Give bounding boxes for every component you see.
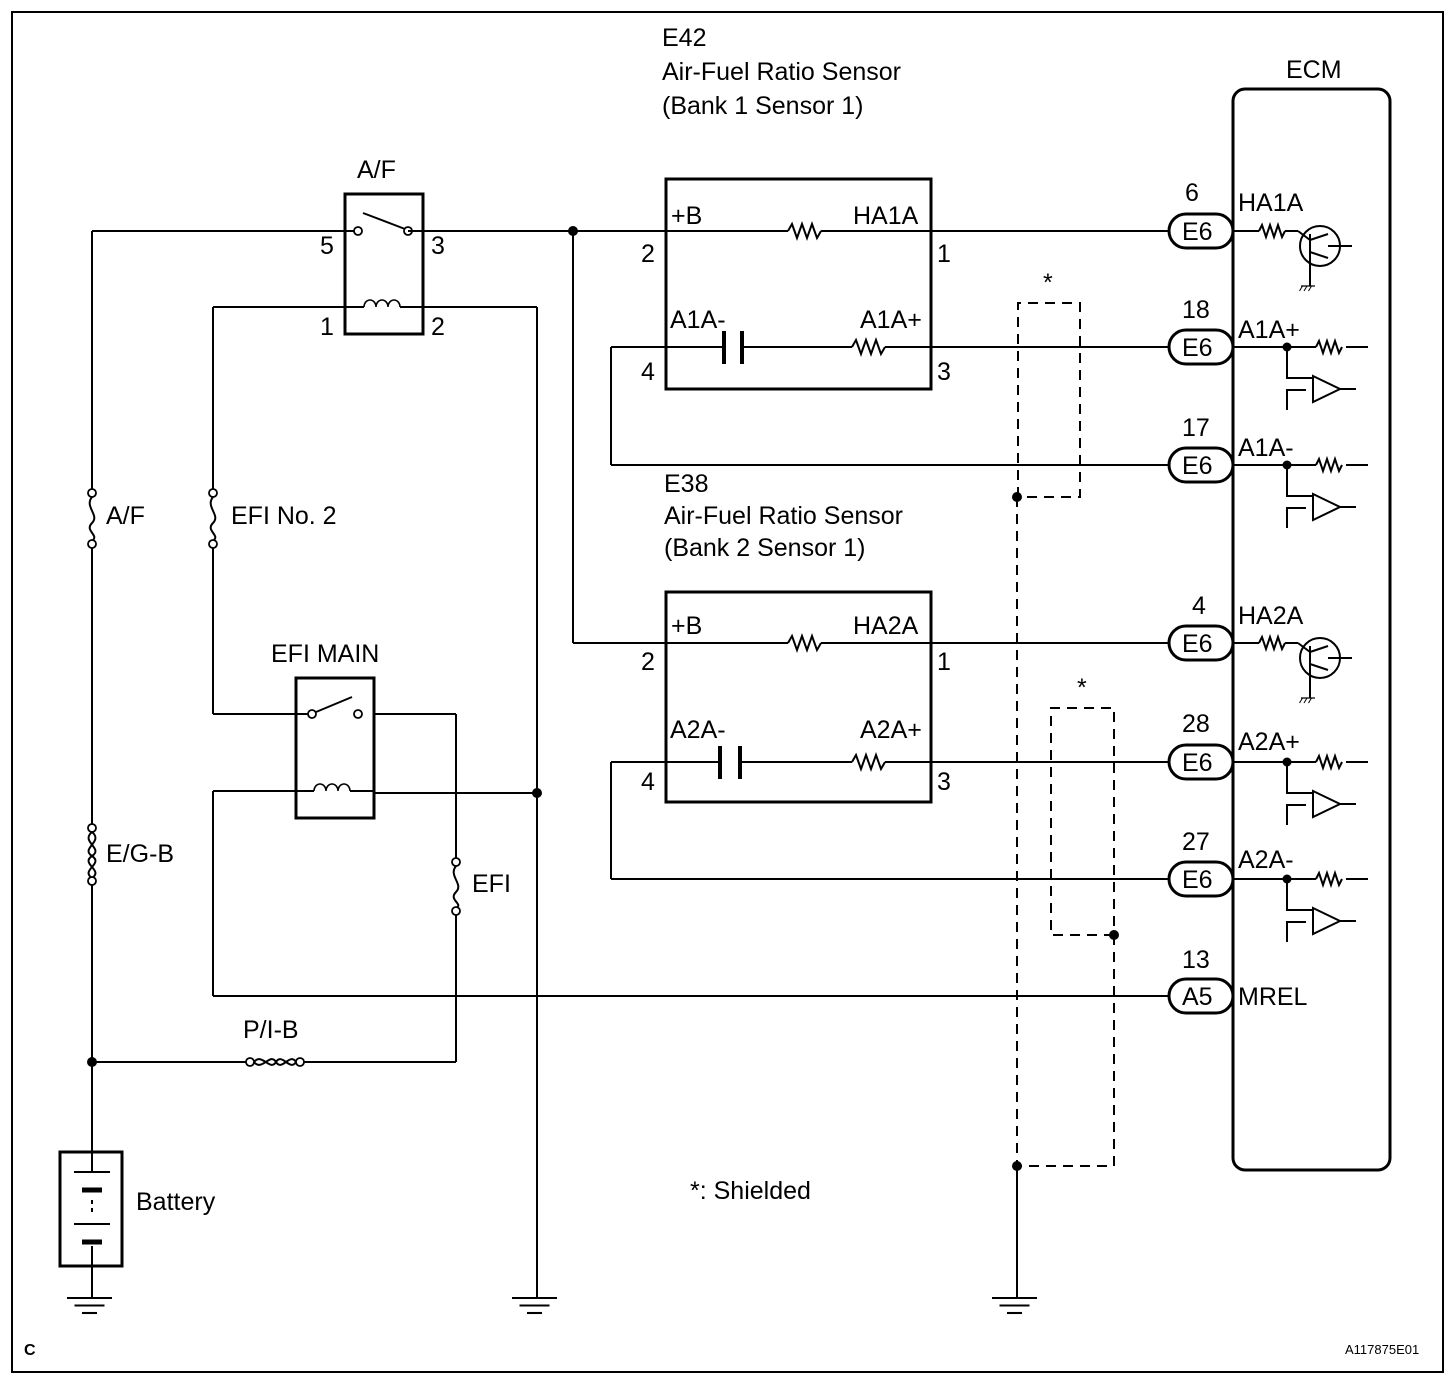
corner-label: C <box>24 1342 36 1359</box>
pin-signal: A1A- <box>1238 434 1294 462</box>
af-relay <box>343 192 425 336</box>
sensor1-terminal-am: A1A- <box>670 306 726 334</box>
ecm-pin-mrel <box>1167 977 1235 1015</box>
pin-signal: MREL <box>1238 983 1308 1011</box>
pin-num: 17 <box>1182 414 1210 442</box>
pin-connector: E6 <box>1182 630 1213 658</box>
pin-connector: E6 <box>1182 452 1213 480</box>
coil-icon <box>313 783 351 792</box>
sensor1-terminal-ap: A1A+ <box>860 306 922 334</box>
pin-num: 28 <box>1182 710 1210 738</box>
efi-main-relay <box>294 676 376 820</box>
transistor-icon <box>1233 633 1352 704</box>
pin-connector: E6 <box>1182 866 1213 894</box>
comparator-a2ap <box>1233 752 1368 825</box>
sensor1-terminal-ha: HA1A <box>853 202 919 230</box>
fuse-efi-no2-label: EFI No. 2 <box>231 502 337 530</box>
pin-signal: A2A- <box>1238 846 1294 874</box>
heater-resistor-icon <box>787 221 822 241</box>
sensor2-pin-b: 2 <box>641 648 655 676</box>
frame <box>11 11 1444 1373</box>
fusible-link-egb-label: E/G-B <box>106 840 174 868</box>
sensor1-name: Air-Fuel Ratio Sensor <box>662 58 901 86</box>
sensor2-code: E38 <box>664 470 708 498</box>
ground-icon <box>510 1296 559 1315</box>
shield-1 <box>1017 302 1081 498</box>
fuse-af-label: A/F <box>106 502 145 530</box>
sensor1-pin-ha: 1 <box>937 240 951 268</box>
sensor1-pin-am: 4 <box>641 358 655 386</box>
sensor2-terminal-ha: HA2A <box>853 612 919 640</box>
battery <box>58 1150 124 1268</box>
sensor1-pin-b: 2 <box>641 240 655 268</box>
af-relay-pin-3: 3 <box>431 232 445 260</box>
ecm-label: ECM <box>1286 56 1342 84</box>
figure-id: A117875E01 <box>1345 1342 1419 1357</box>
sensor2-name: Air-Fuel Ratio Sensor <box>664 502 903 530</box>
pin-num: 27 <box>1182 828 1210 856</box>
fusible-link-pib-label: P/I-B <box>243 1016 299 1044</box>
sensor2-box <box>611 590 933 804</box>
pin-connector: E6 <box>1182 334 1213 362</box>
battery-label: Battery <box>136 1188 216 1216</box>
pin-signal: A2A+ <box>1238 728 1300 756</box>
pin-num: 13 <box>1182 946 1210 974</box>
shield-note: *: Shielded <box>690 1177 811 1205</box>
af-relay-label: A/F <box>357 156 396 184</box>
sensor2-pin-ap: 3 <box>937 768 951 796</box>
pin-connector: A5 <box>1182 983 1213 1011</box>
heater-resistor-icon <box>787 633 822 653</box>
pin-signal: HA1A <box>1238 189 1304 217</box>
fuse-efi-no2 <box>208 488 218 549</box>
transistor-icon <box>1233 221 1352 292</box>
sensor1-code: E42 <box>662 24 706 52</box>
ground-icon <box>990 1296 1039 1315</box>
fusible-link-egb <box>87 823 97 886</box>
comparator-a1ap <box>1233 337 1368 410</box>
af-relay-pin-1: 1 <box>320 313 334 341</box>
fuse-af <box>87 488 97 549</box>
sensor1-position: (Bank 1 Sensor 1) <box>662 92 864 120</box>
pin-connector: E6 <box>1182 749 1213 777</box>
sensor2-pin-am: 4 <box>641 768 655 796</box>
pin-num: 6 <box>1185 179 1199 207</box>
sensor2-terminal-ap: A2A+ <box>860 716 922 744</box>
coil-icon <box>363 299 401 308</box>
sensor2-pin-ha: 1 <box>937 648 951 676</box>
pin-num: 4 <box>1192 592 1206 620</box>
sensor1-terminal-b: +B <box>671 202 702 230</box>
sensor2-terminal-am: A2A- <box>670 716 726 744</box>
shield-2 <box>1050 707 1115 936</box>
sensor1-box <box>611 177 933 391</box>
ecm-box <box>1231 87 1392 1172</box>
sensor2-position: (Bank 2 Sensor 1) <box>664 534 866 562</box>
shield-2-mark: * <box>1077 674 1087 702</box>
pin-connector: E6 <box>1182 218 1213 246</box>
pin-signal: HA2A <box>1238 602 1304 630</box>
pin-num: 18 <box>1182 296 1210 324</box>
sensor2-terminal-b: +B <box>671 612 702 640</box>
af-relay-pin-5: 5 <box>320 232 334 260</box>
fuse-efi-label: EFI <box>472 870 511 898</box>
ground-icon <box>65 1296 114 1315</box>
comparator-a1am <box>1233 455 1368 528</box>
af-relay-pin-2: 2 <box>431 313 445 341</box>
pin-signal: A1A+ <box>1238 316 1300 344</box>
sensor1-pin-ap: 3 <box>937 358 951 386</box>
fusible-link-pib <box>245 1057 305 1067</box>
efi-main-relay-label: EFI MAIN <box>271 640 379 668</box>
shield-1-mark: * <box>1043 269 1053 297</box>
comparator-a2am <box>1233 869 1368 942</box>
fuse-efi <box>451 857 461 916</box>
